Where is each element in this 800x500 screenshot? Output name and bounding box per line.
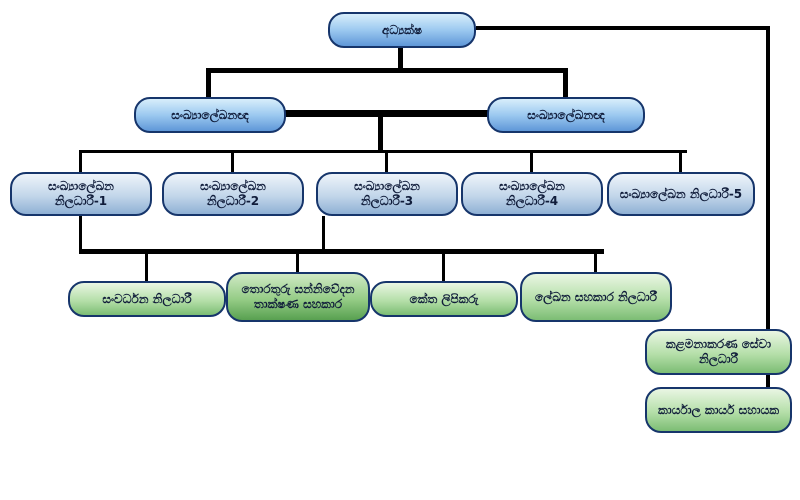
connector-tier4-spreader	[79, 249, 604, 254]
node-stat-officer-5: සංඛ්‍යාලේඛන නිලධාරී-5	[607, 172, 755, 216]
connector-records-drop	[594, 252, 597, 274]
connector-right-horizontal	[476, 26, 769, 30]
node-development-officer: සංවර්ධන නිලධාරී	[68, 281, 226, 317]
node-code-clerk-label: කේත ලිපිකරු	[409, 291, 479, 306]
node-records-assistant-label: ලේඛන සහකාර නිලධාරී	[534, 289, 657, 304]
node-records-assistant: ලේඛන සහකාර නිලධාරී	[520, 272, 672, 322]
connector-statleft-drop	[206, 68, 211, 98]
connector-right-vertical	[766, 26, 770, 411]
node-office-aide: කාර්යාල කාර්ය සහායක	[645, 387, 792, 433]
node-director: අධ්‍යක්ෂ	[328, 12, 476, 48]
connector-codeclerk-drop	[442, 252, 445, 283]
connector-tier3-spreader	[79, 150, 687, 153]
node-stat-officer-1: සංඛ්‍යාලේඛන නිලධාරී-1	[10, 172, 152, 216]
connector-officer3-drop	[385, 150, 388, 172]
connector-officer5-drop	[679, 150, 682, 172]
node-stat-officer-1-label: සංඛ්‍යාලේඛන නිලධාරී-1	[48, 179, 114, 208]
node-stat-officer-3: සංඛ්‍යාලේඛන නිලධාරී-3	[316, 172, 458, 216]
node-management-services-officer: කළමනාකරණ සේවා නිලධාරී	[645, 329, 792, 375]
node-development-officer-label: සංවර්ධන නිලධාරී	[102, 291, 192, 306]
connector-officer4-drop	[530, 150, 533, 172]
node-stat-officer-3-label: සංඛ්‍යාලේඛන නිලධාරී-3	[354, 179, 420, 208]
connector-officer3-down	[322, 216, 325, 252]
node-director-label: අධ්‍යක්ෂ	[381, 22, 423, 37]
node-office-aide-label: කාර්යාල කාර්ය සහායක	[658, 402, 779, 417]
connector-officer1-drop	[79, 150, 82, 172]
node-management-services-officer-label: කළමනාකරණ සේවා නිලධාරී	[665, 337, 772, 366]
connector-director-down	[398, 46, 403, 72]
node-code-clerk: කේත ලිපිකරු	[370, 281, 518, 317]
connector-officer1-down	[79, 216, 82, 252]
node-statistician-left-label: සංඛ්‍යාලේඛනඥ	[171, 107, 249, 122]
node-stat-officer-2: සංඛ්‍යාලේඛන නිලධාරී-2	[162, 172, 304, 216]
connector-tier2-spreader	[206, 68, 568, 73]
connector-mid-down	[378, 114, 383, 152]
connector-statistician-bar	[284, 110, 488, 117]
node-ict-assistant: තොරතුරු සන්නිවේදන තාක්ෂණ සහකාර	[226, 272, 370, 322]
connector-development-drop	[145, 252, 148, 283]
node-statistician-right-label: සංඛ්‍යාලේඛනඥ	[527, 107, 605, 122]
connector-ict-drop	[296, 252, 299, 274]
connector-officer2-drop	[231, 150, 234, 172]
node-statistician-left: සංඛ්‍යාලේඛනඥ	[134, 97, 286, 133]
node-stat-officer-5-label: සංඛ්‍යාලේඛන නිලධාරී-5	[619, 186, 743, 201]
node-stat-officer-4: සංඛ්‍යාලේඛන නිලධාරී-4	[461, 172, 603, 216]
node-statistician-right: සංඛ්‍යාලේඛනඥ	[487, 97, 645, 133]
connector-statright-drop	[563, 68, 568, 98]
node-stat-officer-4-label: සංඛ්‍යාලේඛන නිලධාරී-4	[499, 179, 565, 208]
node-stat-officer-2-label: සංඛ්‍යාලේඛන නිලධාරී-2	[200, 179, 266, 208]
node-ict-assistant-label: තොරතුරු සන්නිවේදන තාක්ෂණ සහකාර	[241, 282, 355, 311]
